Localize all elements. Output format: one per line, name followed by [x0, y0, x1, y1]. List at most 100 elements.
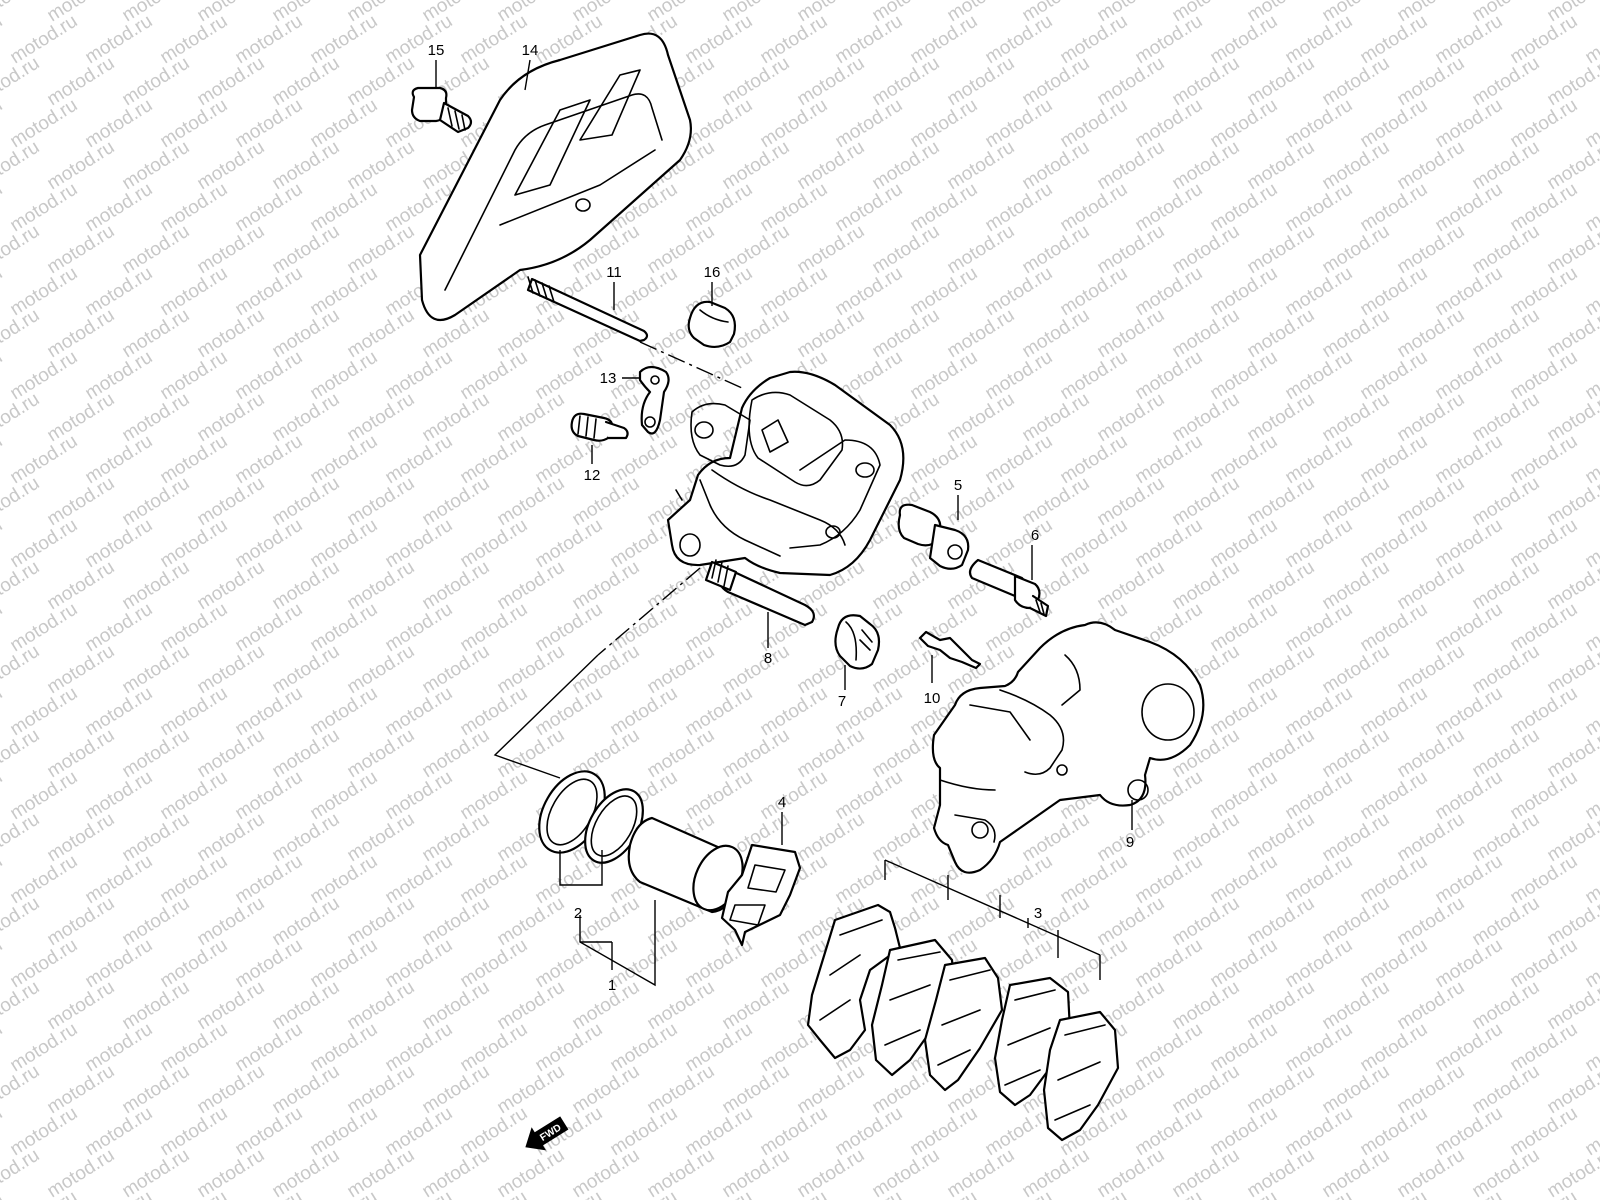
watermark-text: motod.ru — [194, 305, 269, 363]
watermark-text: motod.ru — [44, 389, 119, 447]
part-4-shim — [720, 843, 802, 947]
watermark-text: motod.ru — [307, 767, 382, 825]
watermark-text: motod.ru — [307, 263, 382, 321]
watermark-text: motod.ru — [232, 263, 307, 321]
watermark-text: motod.ru — [907, 1103, 982, 1161]
watermark-text: motod.ru — [644, 641, 719, 699]
watermark-text: motod.ru — [682, 95, 757, 153]
watermark-text: motod.ru — [1057, 263, 1132, 321]
watermark-text: motod.ru — [794, 221, 869, 279]
watermark-text: motod.ru — [0, 557, 43, 615]
watermark-text: motod.ru — [419, 1145, 494, 1200]
watermark-text: motod.ru — [1019, 137, 1094, 195]
watermark-text: motod.ru — [1132, 179, 1207, 237]
watermark-text: motod.ru — [1244, 389, 1319, 447]
watermark-text: motod.ru — [457, 935, 532, 993]
watermark-text: motod.ru — [982, 347, 1057, 405]
watermark-text: motod.ru — [457, 11, 532, 69]
watermark-text: motod.ru — [419, 557, 494, 615]
watermark-text: motod.ru — [569, 977, 644, 1035]
callouts: 15 14 11 16 13 12 5 6 8 7 10 9 4 3 2 1 — [428, 42, 1135, 994]
watermark-text: motod.ru — [119, 809, 194, 867]
watermark-text: motod.ru — [794, 305, 869, 363]
watermark-text: motod.ru — [1132, 515, 1207, 573]
watermark-text: motod.ru — [232, 1019, 307, 1077]
watermark-text: motod.ru — [82, 683, 157, 741]
watermark-text: motod.ru — [7, 11, 82, 69]
watermark-text: motod.ru — [944, 893, 1019, 951]
watermark-text: motod.ru — [1207, 851, 1282, 909]
watermark-text: motod.ru — [494, 305, 569, 363]
watermark-text: motod.ru — [344, 53, 419, 111]
watermark-text: motod.ru — [44, 977, 119, 1035]
watermark-text: motod.ru — [7, 935, 82, 993]
watermark-text: motod.ru — [682, 599, 757, 657]
watermark-text: motod.ru — [0, 0, 43, 26]
watermark-text: motod.ru — [0, 473, 43, 531]
watermark-text: motod.ru — [494, 893, 569, 951]
watermark-text: motod.ru — [607, 599, 682, 657]
watermark-text: motod.ru — [569, 473, 644, 531]
watermark-text: motod.ru — [1357, 179, 1432, 237]
watermark-text: motod.ru — [1019, 473, 1094, 531]
watermark-text: motod.ru — [607, 1103, 682, 1161]
watermark-text: motod.ru — [0, 977, 43, 1035]
watermark-text: motod.ru — [1432, 599, 1507, 657]
watermark-text: motod.ru — [82, 263, 157, 321]
watermark-text: motod.ru — [1282, 179, 1357, 237]
watermark-text: motod.ru — [1207, 599, 1282, 657]
watermark-text: motod.ru — [1057, 179, 1132, 237]
watermark-text: motod.ru — [757, 95, 832, 153]
watermark-text: motod.ru — [1432, 179, 1507, 237]
watermark-text: motod.ru — [1507, 1019, 1582, 1077]
watermark-text: motod.ru — [1207, 767, 1282, 825]
watermark-text: motod.ru — [1019, 893, 1094, 951]
watermark-text: motod.ru — [44, 305, 119, 363]
watermark-text: motod.ru — [1319, 473, 1394, 531]
watermark-text: motod.ru — [344, 305, 419, 363]
watermark-text: motod.ru — [7, 1187, 82, 1200]
watermark-text: motod.ru — [194, 53, 269, 111]
watermark-text: motod.ru — [307, 431, 382, 489]
watermark-text: motod.ru — [0, 893, 43, 951]
watermark-text: motod.ru — [194, 137, 269, 195]
watermark-text: motod.ru — [82, 431, 157, 489]
watermark-text: motod.ru — [0, 137, 43, 195]
watermark-text: motod.ru — [1094, 305, 1169, 363]
watermark-text: motod.ru — [1394, 389, 1469, 447]
watermark-text: motod.ru — [494, 1061, 569, 1119]
watermark-text: motod.ru — [1132, 11, 1207, 69]
part-15-bolt — [410, 86, 473, 134]
watermark-text: motod.ru — [232, 851, 307, 909]
watermark-text: motod.ru — [194, 1145, 269, 1200]
watermark-text: motod.ru — [532, 1019, 607, 1077]
watermark-text: motod.ru — [1057, 347, 1132, 405]
watermark-text: motod.ru — [1207, 935, 1282, 993]
watermark-text: motod.ru — [1169, 221, 1244, 279]
watermark-text: motod.ru — [382, 683, 457, 741]
watermark-text: motod.ru — [1244, 221, 1319, 279]
watermark-text: motod.ru — [157, 851, 232, 909]
watermark-text: motod.ru — [794, 137, 869, 195]
watermark-text: motod.ru — [1207, 263, 1282, 321]
watermark-text: motod.ru — [457, 1019, 532, 1077]
watermark-text: motod.ru — [382, 347, 457, 405]
watermark-text: motod.ru — [1019, 389, 1094, 447]
watermark-text: motod.ru — [119, 221, 194, 279]
watermark-text: motod.ru — [1094, 137, 1169, 195]
watermark-text: motod.ru — [1394, 53, 1469, 111]
watermark-text: motod.ru — [232, 11, 307, 69]
watermark-text: motod.ru — [1319, 977, 1394, 1035]
watermark-text: motod.ru — [419, 809, 494, 867]
watermark-text: motod.ru — [907, 1187, 982, 1200]
watermark-text: motod.ru — [494, 977, 569, 1035]
watermark-text: motod.ru — [382, 767, 457, 825]
watermark-text: motod.ru — [1507, 935, 1582, 993]
watermark-text: motod.ru — [1057, 851, 1132, 909]
watermark-text: motod.ru — [382, 935, 457, 993]
watermark-text: motod.ru — [382, 1187, 457, 1200]
watermark-text: motod.ru — [1357, 767, 1432, 825]
watermark-text: motod.ru — [194, 977, 269, 1035]
watermark-text: motod.ru — [1207, 95, 1282, 153]
watermark-text: motod.ru — [1432, 683, 1507, 741]
